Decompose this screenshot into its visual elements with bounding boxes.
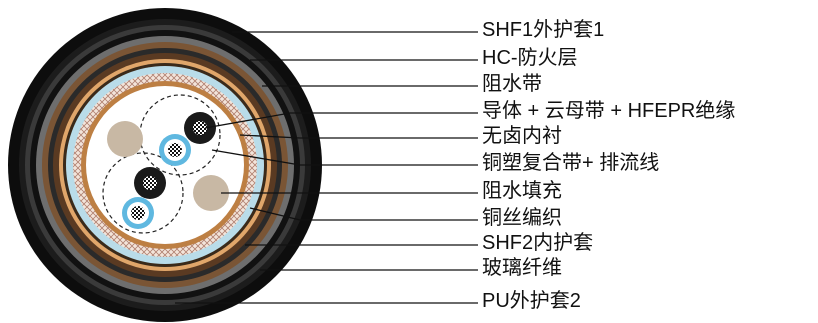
label-hc-fire-layer: HC-防火层 <box>482 47 578 69</box>
label-water-block-filler: 阻水填充 <box>482 180 562 202</box>
leader-line-conductor <box>204 112 478 129</box>
leader-line-copper-tape <box>211 149 478 166</box>
pair-outline-lower <box>102 152 184 234</box>
water-block-filler <box>107 121 229 211</box>
filler-rod-right <box>193 175 229 211</box>
pair-outlines <box>102 94 221 234</box>
conductor-black-lower <box>134 167 166 199</box>
label-glass-fiber: 玻璃纤维 <box>482 257 562 279</box>
label-shf1-outer-sheath: SHF1外护套1 <box>482 19 605 41</box>
label-water-block-tape: 阻水带 <box>482 73 542 95</box>
leader-line-braid <box>249 207 478 221</box>
label-conductor-mica-insulation: 导体 + 云母带 + HFEPR绝缘 <box>482 100 736 122</box>
conductor-black-upper <box>184 112 216 144</box>
leader-line-inner-lining <box>239 134 478 139</box>
label-shf2-inner-sheath: SHF2内护套 <box>482 232 594 254</box>
pair-outline-upper <box>139 94 221 176</box>
label-halogen-free-lining: 无卤内衬 <box>482 125 562 147</box>
filler-rod-left <box>107 121 143 157</box>
label-copper-braid: 铜丝编织 <box>482 207 562 229</box>
halogen-free-inner-lining <box>86 86 244 244</box>
conductors <box>122 112 216 229</box>
conductor-blue-lower <box>122 197 154 229</box>
label-copper-plastic-tape-drain: 铜塑复合带+ 排流线 <box>482 152 660 174</box>
conductor-blue-upper <box>159 134 191 166</box>
label-pu-outer-sheath: PU外护套2 <box>482 290 581 312</box>
cable-layers <box>8 8 322 322</box>
leader-lines <box>175 31 478 304</box>
